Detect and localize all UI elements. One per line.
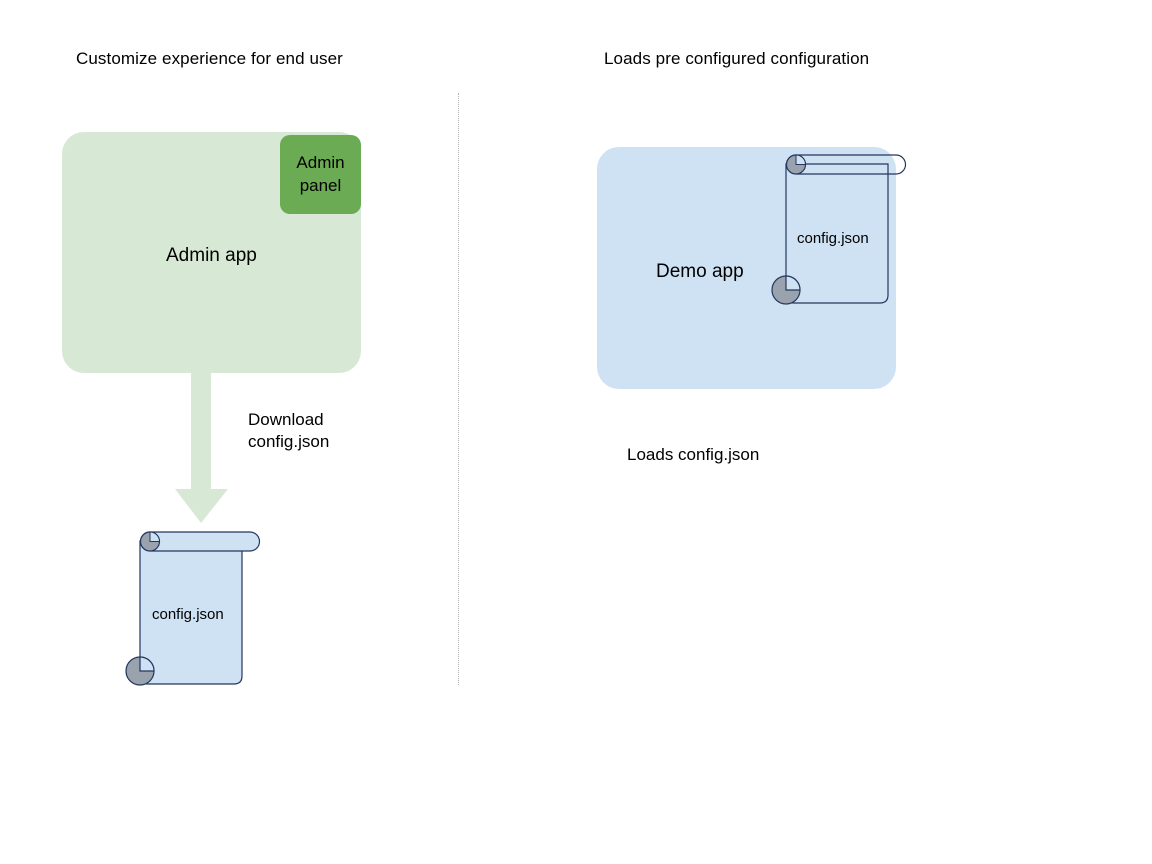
- download-arrow-icon: [175, 372, 228, 523]
- left-document-top-roll: [139, 531, 261, 552]
- loads-config-caption: Loads config.json: [627, 445, 760, 464]
- admin-panel-box[interactable]: Admin panel: [280, 135, 361, 214]
- left-column-title: Customize experience for end user: [76, 49, 343, 68]
- right-column-title: Loads pre configured configuration: [604, 49, 870, 68]
- download-arrow-label-line2: config.json: [248, 432, 330, 452]
- admin-app-label: Admin app: [166, 245, 257, 266]
- left-document-roll-knob-slit: [149, 531, 161, 542]
- admin-panel-label: Admin panel: [280, 152, 361, 198]
- left-document-bottom-curl-edge: [139, 656, 155, 672]
- left-document-bottom-curl-notch: [140, 657, 154, 671]
- left-document-roll-knob: [139, 531, 161, 552]
- admin-panel-label-line1: Admin: [296, 152, 345, 172]
- right-document-label: config.json: [797, 230, 869, 247]
- demo-app-label: Demo app: [656, 261, 744, 282]
- left-document-label: config.json: [152, 606, 224, 623]
- download-arrow-label-line1: Download: [248, 410, 324, 429]
- left-document-bottom-curl: [125, 656, 155, 686]
- column-divider: [458, 93, 459, 685]
- demo-app-box[interactable]: [597, 147, 896, 389]
- admin-panel-label-line2: panel: [299, 175, 342, 195]
- download-arrow-label: Download config.json: [248, 409, 329, 454]
